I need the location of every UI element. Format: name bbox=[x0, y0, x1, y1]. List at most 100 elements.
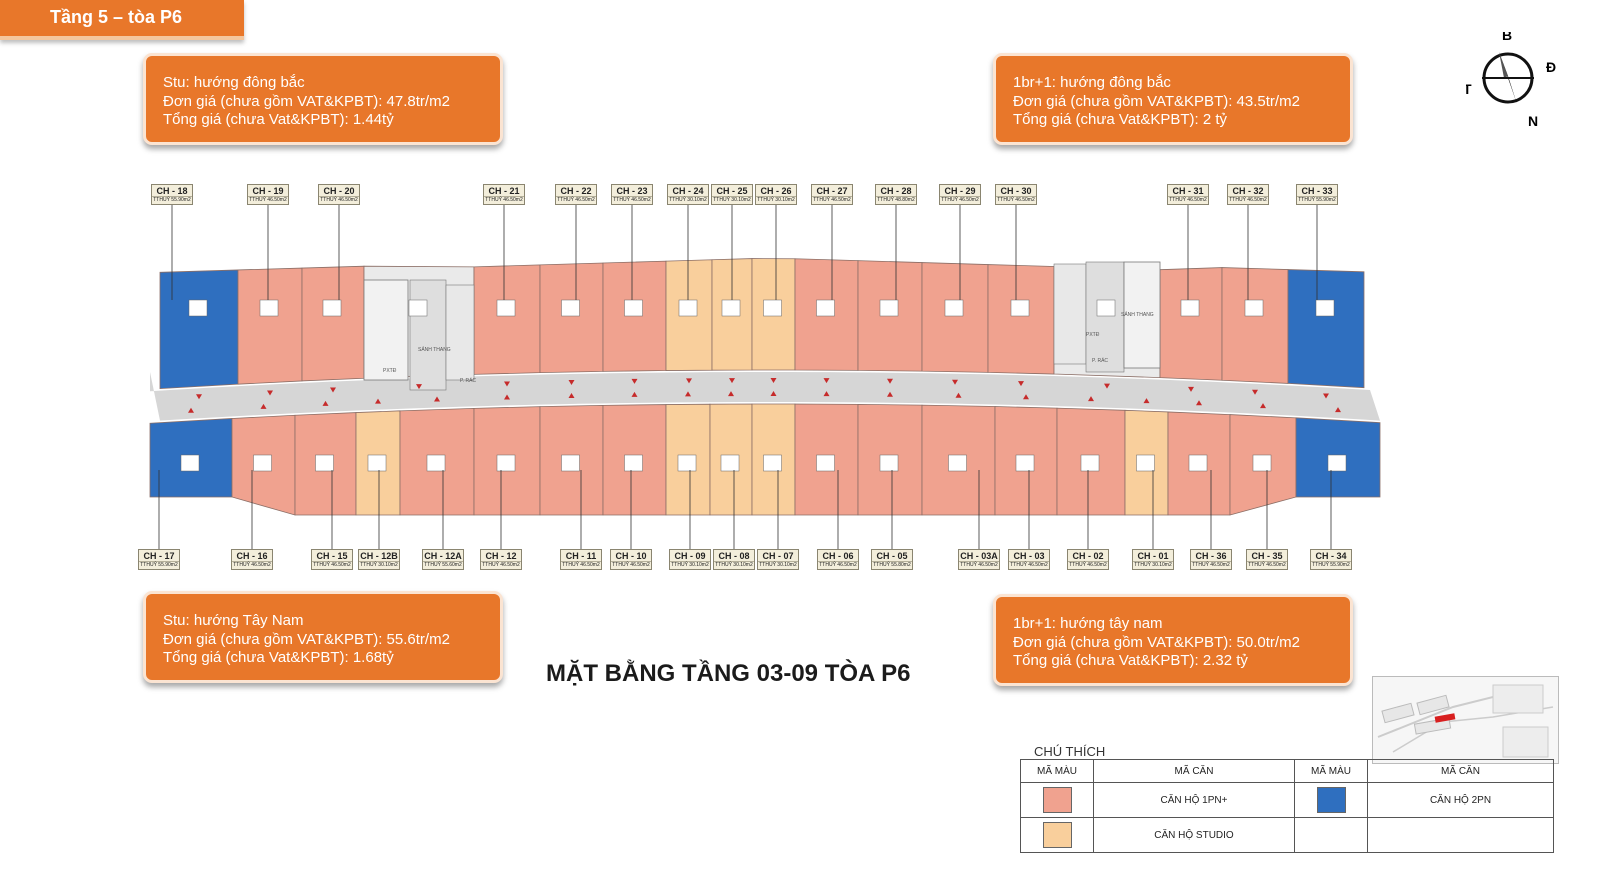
legend-header-color-2: MÃ MÀU bbox=[1294, 759, 1368, 783]
stair-core-right bbox=[1123, 261, 1161, 369]
door-marker-icon bbox=[1323, 393, 1329, 399]
door-marker-icon bbox=[823, 391, 830, 397]
door-marker-icon bbox=[631, 391, 638, 397]
unit-ch-33 bbox=[1287, 269, 1365, 389]
unit-label-code: CH - 12B bbox=[360, 551, 398, 561]
unit-label-area: TTHUỶ 55.90m2 bbox=[152, 196, 192, 203]
unit-label-code: CH - 03 bbox=[1013, 551, 1045, 561]
legend-empty-cell bbox=[1294, 817, 1368, 853]
unit-label-area: TTHUỶ 46.50m2 bbox=[1247, 561, 1287, 568]
legend-table: MÃ MÀU MÃ CĂN MÃ MÀU MÃ CĂN CĂN HỘ 1PN+ … bbox=[1020, 759, 1554, 853]
unit-label-code: CH - 02 bbox=[1072, 551, 1104, 561]
unit-ch-23 bbox=[602, 260, 667, 372]
unit-label-area: TTHUỶ 46.50m2 bbox=[996, 196, 1036, 203]
unit-label-code: CH - 15 bbox=[316, 551, 348, 561]
price-box-stu-southwest: Stu: hướng Tây Nam Đơn giá (chưa gồm VAT… bbox=[143, 591, 503, 683]
legend-swatch-cell bbox=[1294, 782, 1368, 818]
bed-icon bbox=[496, 299, 516, 317]
door-marker-icon bbox=[1335, 407, 1341, 413]
unit-ch-20 bbox=[301, 265, 365, 382]
unit-label-area: TTHUỶ 55.60m2 bbox=[423, 561, 463, 568]
unit-label-area: TTHUỶ 46.50m2 bbox=[561, 561, 601, 568]
door-marker-icon bbox=[568, 379, 575, 385]
legend-empty-cell bbox=[1367, 817, 1554, 853]
unit-label-area: TTHUỶ 46.50m2 bbox=[818, 561, 858, 568]
bed-icon bbox=[948, 454, 967, 472]
door-marker-icon bbox=[322, 400, 329, 406]
unit-ch-30 bbox=[987, 264, 1055, 375]
bed-icon bbox=[561, 454, 580, 472]
unit-label-area: TTHUỶ 30.10m2 bbox=[359, 561, 399, 568]
unit-label-code: CH - 03A bbox=[960, 551, 998, 561]
unit-label-code: CH - 05 bbox=[876, 551, 908, 561]
legend-swatch-2pn bbox=[1316, 787, 1346, 813]
pxtd-label-right: PXTĐ bbox=[1086, 332, 1100, 338]
price-box-line: Đơn giá (chưa gồm VAT&KPBT): 50.0tr/m2 bbox=[1013, 633, 1300, 651]
bed-icon bbox=[944, 299, 964, 317]
bed-icon bbox=[1252, 454, 1272, 472]
unit-ch-29 bbox=[921, 262, 989, 373]
floor-header: Tầng 5 – tòa P6 bbox=[0, 0, 244, 40]
unit-label-code: CH - 29 bbox=[944, 186, 976, 196]
unit-label-code: CH - 07 bbox=[762, 551, 794, 561]
legend-header-type-2: MÃ CĂN bbox=[1367, 759, 1554, 783]
bed-icon bbox=[1327, 454, 1347, 472]
unit-label-area: TTHUỶ 55.90m2 bbox=[1297, 196, 1337, 203]
price-box-line: Đơn giá (chưa gồm VAT&KPBT): 43.5tr/m2 bbox=[1013, 92, 1300, 110]
bed-icon bbox=[426, 454, 446, 472]
unit-label-area: TTHUỶ 46.50m2 bbox=[481, 561, 521, 568]
stair-core-left bbox=[363, 279, 409, 381]
legend-swatch-cell bbox=[1020, 817, 1094, 853]
unit-label-area: TTHUỶ 46.50m2 bbox=[319, 196, 359, 203]
door-marker-icon bbox=[1018, 381, 1024, 387]
unit-label-code: CH - 26 bbox=[760, 186, 792, 196]
price-box-line: Tổng giá (chưa Vat&KPBT): 2.32 tỷ bbox=[1013, 652, 1248, 669]
price-box-line: Tổng giá (chưa Vat&KPBT): 1.44tỷ bbox=[163, 111, 394, 128]
floor-header-title: Tầng 5 – tòa P6 bbox=[50, 7, 183, 27]
price-box-line: 1br+1: hướng tây nam bbox=[1013, 615, 1163, 632]
pxtd-label-left: PXTĐ bbox=[383, 368, 397, 374]
compass-w: T bbox=[1466, 81, 1472, 97]
legend-swatch-1pn bbox=[1042, 787, 1072, 813]
compass-icon: B Đ N T bbox=[1466, 32, 1556, 129]
bed-icon bbox=[188, 299, 208, 317]
bed-icon bbox=[624, 454, 643, 472]
compass-e: Đ bbox=[1546, 59, 1556, 75]
unit-label-area: TTHUỶ 30.10m2 bbox=[758, 561, 798, 568]
door-marker-icon bbox=[260, 403, 267, 409]
bed-icon bbox=[763, 454, 782, 472]
bed-icon bbox=[1136, 454, 1155, 472]
compass-n: B bbox=[1502, 32, 1512, 43]
door-marker-icon bbox=[1023, 394, 1029, 400]
door-marker-icon bbox=[196, 394, 202, 400]
unit-label-code: CH - 25 bbox=[716, 186, 748, 196]
unit-label-area: TTHUỶ 30.10m2 bbox=[1133, 561, 1173, 568]
bed-icon bbox=[322, 299, 342, 317]
unit-label-code: CH - 34 bbox=[1315, 551, 1347, 561]
door-marker-icon bbox=[887, 391, 893, 397]
bed-icon bbox=[1315, 299, 1335, 317]
bed-icon bbox=[721, 299, 741, 317]
unit-label-area: TTHUỶ 30.10m2 bbox=[668, 196, 708, 203]
plan-title: MẶT BẰNG TẦNG 03-09 TÒA P6 bbox=[546, 660, 911, 687]
unit-label-code: CH - 32 bbox=[1232, 186, 1264, 196]
door-marker-icon bbox=[686, 378, 692, 384]
price-box-line: Stu: hướng đông bắc bbox=[163, 74, 305, 91]
lift-lobby-right bbox=[1085, 261, 1125, 373]
